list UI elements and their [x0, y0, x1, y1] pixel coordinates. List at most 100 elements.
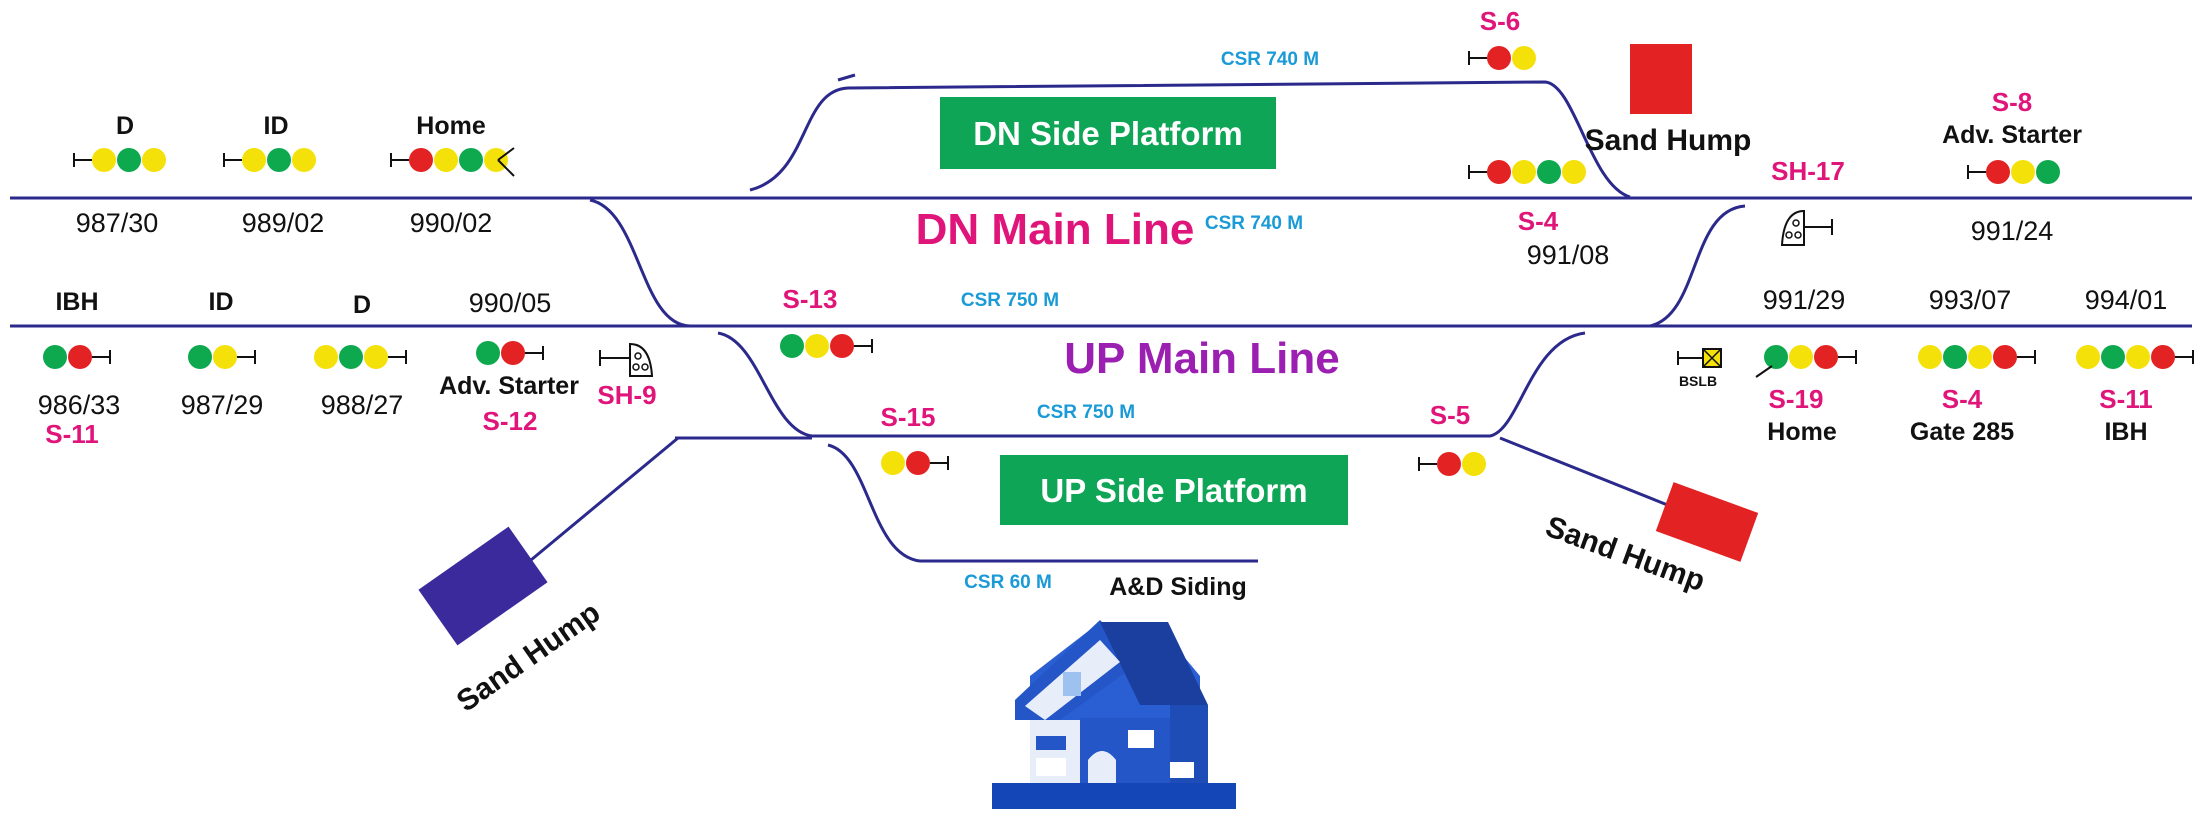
sand-hump-block	[1630, 44, 1692, 114]
signal-name-ibh-dn: IBH	[2104, 418, 2147, 446]
signal-id-labels: S-6 S-8 S-4 SH-17 S-13 S-11 S-12 SH-9 S-…	[45, 6, 2153, 449]
signal-up-ibh	[43, 345, 111, 369]
signal-s12	[476, 341, 544, 365]
signal-id-s12: S-12	[483, 406, 538, 436]
signal-lamp-green	[459, 148, 483, 172]
siding-track	[827, 443, 1258, 563]
csr-siding: CSR 60 M	[964, 572, 1052, 593]
km-989-02: 989/02	[242, 208, 325, 238]
signal-lamp-red	[1487, 160, 1511, 184]
signal-name-adv-starter-up: Adv. Starter	[439, 372, 579, 400]
signal-lamp-yellow	[213, 345, 237, 369]
signal-name-dn-distant: D	[116, 112, 134, 140]
signal-lamp-red	[1993, 345, 2017, 369]
tracks	[10, 73, 2192, 567]
signal-name-up-distant: D	[353, 291, 371, 319]
signal-id-s15: S-15	[881, 402, 936, 432]
signal-lamp-yellow	[2126, 345, 2150, 369]
signal-lamp-red	[906, 451, 930, 475]
signal-lamp-yellow	[1512, 160, 1536, 184]
signal-id-s19: S-19	[1769, 384, 1824, 414]
signal-s8	[1967, 160, 2060, 184]
signal-id-s8: S-8	[1992, 87, 2032, 117]
signal-lamp-red	[2151, 345, 2175, 369]
signal-lamp-green	[1764, 345, 1788, 369]
signal-lamp-green	[2036, 160, 2060, 184]
signal-lamp-red	[830, 334, 854, 358]
km-987-29: 987/29	[181, 390, 264, 420]
signal-dn-distant	[73, 148, 166, 172]
signal-lamp-yellow	[805, 334, 829, 358]
dn-loop-tail	[837, 73, 856, 82]
signal-lamp-red	[1986, 160, 2010, 184]
signal-name-adv-starter-dn: Adv. Starter	[1942, 121, 2082, 149]
km-986-33: 986/33	[38, 390, 121, 420]
signal-lamp-red	[409, 148, 433, 172]
left-sand-hump-line	[524, 436, 679, 567]
sand-hump-block	[1655, 482, 1759, 562]
signal-id-s4-up: S-4	[1942, 384, 1983, 414]
dn-side-platform: DN Side Platform	[940, 97, 1276, 169]
signal-id-s13: S-13	[783, 284, 838, 314]
signal-lamp-green	[1943, 345, 1967, 369]
signal-s4-up	[1918, 345, 2036, 369]
right-sand-hump-line	[1499, 436, 1681, 512]
signal-lamp-green	[339, 345, 363, 369]
signal-lamp-yellow	[1789, 345, 1813, 369]
signal-lamp-yellow	[314, 345, 338, 369]
signal-id-s11-up: S-11	[45, 419, 99, 449]
shunt-signal-sh9	[599, 342, 654, 377]
signal-name-dn-home: Home	[416, 112, 486, 140]
house-icon	[992, 620, 1236, 809]
signal-lamp-green	[1537, 160, 1561, 184]
crossover-left	[589, 198, 691, 328]
up-main-line-label: UP Main Line	[1064, 334, 1339, 383]
km-990-05: 990/05	[469, 288, 552, 318]
csr-dn-main: CSR 740 M	[1205, 213, 1303, 234]
signal-lamp-green	[117, 148, 141, 172]
signal-up-distant	[314, 345, 407, 369]
signal-id-s4-dn: S-4	[1518, 206, 1559, 236]
signal-lamp-yellow	[142, 148, 166, 172]
signal-id-s6: S-6	[1480, 6, 1520, 36]
signal-lamp-yellow	[434, 148, 458, 172]
siding-label: A&D Siding	[1109, 573, 1247, 601]
signal-lamp-red	[501, 341, 525, 365]
signal-id-s5: S-5	[1430, 400, 1470, 430]
up-side-platform: UP Side Platform	[1000, 455, 1348, 525]
signals-layer	[43, 46, 2194, 476]
signal-lamp-green	[267, 148, 291, 172]
bslb-label: BSLB	[1679, 373, 1717, 389]
csr-up-main: CSR 750 M	[961, 290, 1059, 311]
sand-hump-top: Sand Hump	[1585, 44, 1751, 157]
km-991-24: 991/24	[1971, 216, 2054, 246]
dn-loop-track	[749, 80, 1631, 199]
signal-s5	[1418, 452, 1486, 476]
signal-s19	[1764, 345, 1857, 369]
signal-lamp-green	[188, 345, 212, 369]
km-990-02: 990/02	[410, 208, 493, 238]
km-988-27: 988/27	[321, 390, 404, 420]
km-991-08: 991/08	[1527, 240, 1610, 270]
signal-dn-home	[390, 148, 508, 172]
signal-lamp-yellow	[292, 148, 316, 172]
signal-name-labels: D ID Home IBH ID D Adv. Starter Adv. Sta…	[55, 112, 2147, 446]
sand-hump-block	[418, 526, 548, 646]
signal-lamp-yellow	[2011, 160, 2035, 184]
signal-s4-dn	[1468, 160, 1586, 184]
signal-lamp-yellow	[1968, 345, 1992, 369]
sand-hump-left: Sand Hump	[418, 526, 606, 719]
up-side-platform-label: UP Side Platform	[1040, 472, 1307, 509]
dn-home-indicator-strokes	[497, 147, 515, 177]
signal-lamp-green	[2101, 345, 2125, 369]
signal-lamp-yellow	[1918, 345, 1942, 369]
signal-lamp-yellow	[242, 148, 266, 172]
csr-up-loop: CSR 750 M	[1037, 402, 1135, 423]
signal-lamp-yellow	[2076, 345, 2100, 369]
signal-name-home-up: Home	[1767, 418, 1837, 446]
signal-id-sh17: SH-17	[1771, 156, 1845, 186]
km-991-29: 991/29	[1763, 285, 1846, 315]
signal-lamp-red	[1814, 345, 1838, 369]
signal-s6	[1468, 46, 1536, 70]
